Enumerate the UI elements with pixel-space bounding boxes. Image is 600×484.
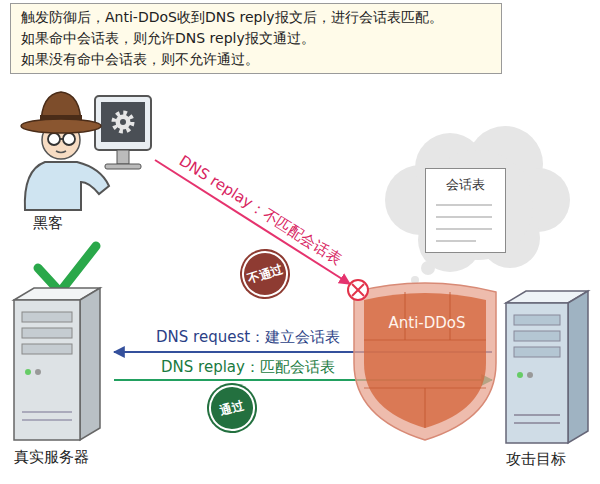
anti-ddos-shield: Anti-DDoS <box>350 278 504 443</box>
table-title: 会话表 <box>426 176 505 194</box>
thought-bubble <box>385 126 570 284</box>
shield-shape <box>350 278 500 443</box>
server-illustration <box>4 282 114 472</box>
note-text: 如果没有命中会话表，则不允许通过。 <box>21 49 491 70</box>
hacker-figure: 黑客 <box>15 82 155 240</box>
attack-target: 攻击目标 <box>492 285 596 475</box>
stamp-text: 不通过 <box>245 260 284 287</box>
note-box: 触发防御后，Anti-DDoS收到DNS reply报文后，进行会话表匹配。如果… <box>10 3 502 74</box>
edge-label: DNS replay：匹配会话表 <box>158 358 338 376</box>
shield-text: Anti-DDoS <box>350 314 504 332</box>
figure-label: 真实服务器 <box>14 448 89 467</box>
edge-label: DNS request：建立会话表 <box>153 328 343 346</box>
pass-stamp: 通过 <box>204 380 260 436</box>
note-text: 如果命中会话表，则允许DNS reply报文通过。 <box>21 28 491 49</box>
figure-label: 攻击目标 <box>506 450 566 469</box>
real-server: 真实服务器 <box>4 282 114 472</box>
reject-stamp: 不通过 <box>236 245 294 303</box>
session-table: 会话表 <box>425 168 506 253</box>
note-text: 触发防御后，Anti-DDoS收到DNS reply报文后，进行会话表匹配。 <box>21 7 491 28</box>
figure-label: 黑客 <box>33 214 63 233</box>
stamp-text: 通过 <box>218 397 246 420</box>
server-illustration <box>492 285 596 475</box>
check-mark <box>38 246 96 292</box>
